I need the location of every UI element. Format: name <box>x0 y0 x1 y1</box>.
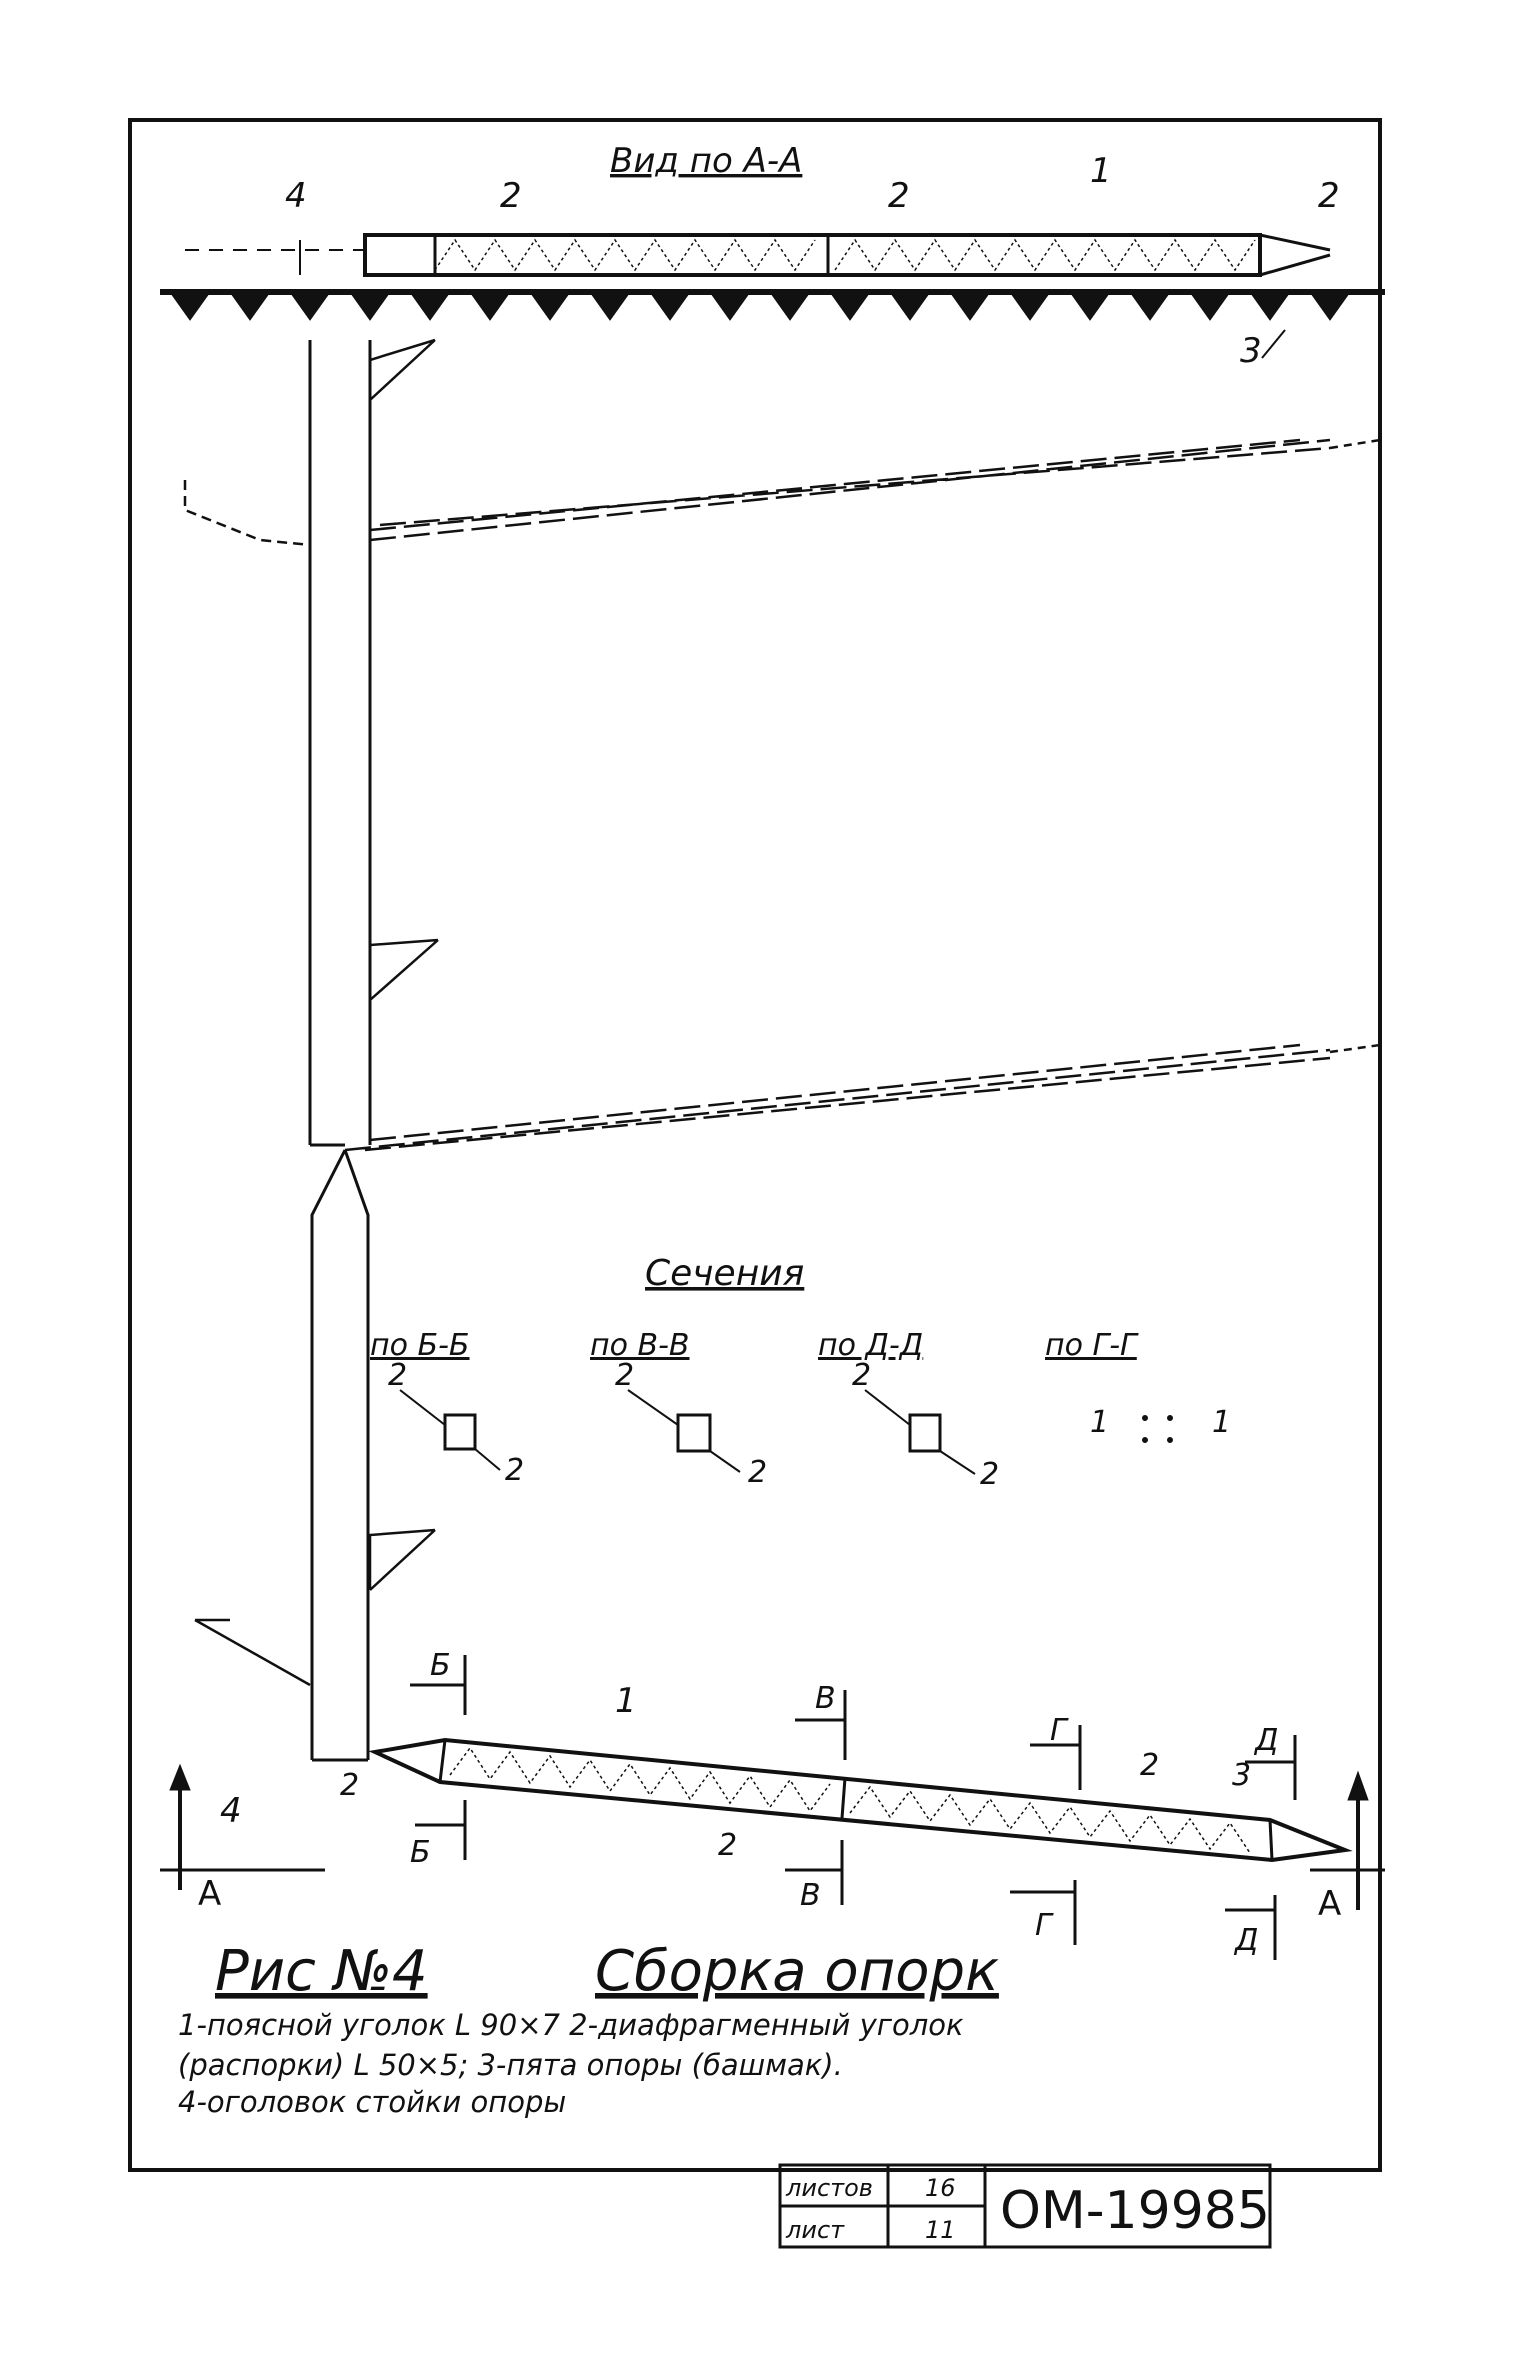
diagonal-members <box>344 438 1381 1152</box>
view-arrow-right <box>1310 1770 1385 1910</box>
label-2-bottom-b: 2 <box>718 1828 737 1863</box>
stamp-sheet-value: 11 <box>925 2216 956 2244</box>
cut-label-g-bottom: Г <box>1035 1908 1054 1943</box>
section-num-b: 1 <box>1212 1405 1231 1440</box>
support-column <box>308 340 372 1762</box>
section-cut-marks <box>410 1655 1297 1960</box>
sections-title: Сечения <box>645 1253 804 1294</box>
label-1-bottom: 1 <box>615 1681 637 1721</box>
view-arrow-left <box>160 1763 325 1890</box>
label-4-bottom: 4 <box>220 1791 242 1831</box>
cut-label-d-bottom: Д <box>1233 1923 1258 1958</box>
column-brackets <box>183 338 439 1687</box>
view-title: Вид по А-А <box>610 141 802 181</box>
label-3-top: 3 <box>1240 331 1262 371</box>
document-code: ОМ-19985 <box>1000 2181 1270 2241</box>
cut-label-v-bottom: В <box>800 1878 821 1913</box>
label-2-top-right: 2 <box>1318 176 1340 216</box>
figure-caption: Сборка опорк <box>595 1939 999 2004</box>
section-label: по В-В <box>590 1328 690 1363</box>
section-num-a: 1 <box>1090 1405 1109 1440</box>
stamp-sheets-value: 16 <box>925 2174 956 2202</box>
title-block <box>778 2163 1272 2249</box>
upper-truss-beam <box>185 233 1331 277</box>
section-b-b: по Б-Б 2 2 <box>370 1328 524 1488</box>
label-2-top-left: 2 <box>500 176 522 216</box>
cut-label-b-top: Б <box>430 1648 451 1683</box>
section-num-b: 2 <box>980 1457 999 1492</box>
label-3-bottom: 3 <box>1232 1758 1251 1793</box>
ground-hatch <box>160 289 1385 321</box>
legend-line-2: (распорки) L 50×5; 3-пята опоры (башмак)… <box>178 2048 843 2082</box>
section-num-b: 2 <box>505 1453 524 1488</box>
cut-label-v-top: В <box>815 1681 836 1716</box>
lower-truss-beam <box>368 1737 1353 1863</box>
cut-label-d-top: Д <box>1253 1723 1278 1758</box>
section-num-a: 2 <box>852 1358 871 1393</box>
section-num-a: 2 <box>615 1358 634 1393</box>
section-num-a: 2 <box>388 1358 407 1393</box>
figure-number: Рис №4 <box>215 1939 428 2004</box>
stamp-sheet-label: лист <box>785 2216 845 2244</box>
section-d-d: по Д-Д 2 2 <box>818 1328 999 1492</box>
section-num-b: 2 <box>748 1455 767 1490</box>
cut-label-b-bottom: Б <box>410 1835 431 1870</box>
view-label-a-left: А <box>198 1874 221 1914</box>
cut-label-g-top: Г <box>1050 1713 1069 1748</box>
section-v-v: по В-В 2 2 <box>590 1328 767 1490</box>
label-4-top: 4 <box>285 176 307 216</box>
section-label: по Г-Г <box>1045 1328 1139 1363</box>
section-label: по Б-Б <box>370 1328 470 1363</box>
label-1-top: 1 <box>1090 151 1112 191</box>
legend-line-3: 4-оголовок стойки опоры <box>178 2085 566 2119</box>
stamp-sheets-label: листов <box>785 2174 873 2202</box>
drawing-frame <box>128 118 1382 2172</box>
legend-line-1: 1-поясной уголок L 90×7 2-диафрагменный … <box>178 2008 964 2042</box>
label-2-bottom-a: 2 <box>340 1768 359 1803</box>
view-label-a-right: А <box>1318 1884 1341 1924</box>
label-2-bottom-c: 2 <box>1140 1748 1159 1783</box>
section-label: по Д-Д <box>818 1328 923 1363</box>
label-2-top-mid: 2 <box>888 176 910 216</box>
section-g-g: по Г-Г 1 1 <box>1045 1328 1231 1443</box>
